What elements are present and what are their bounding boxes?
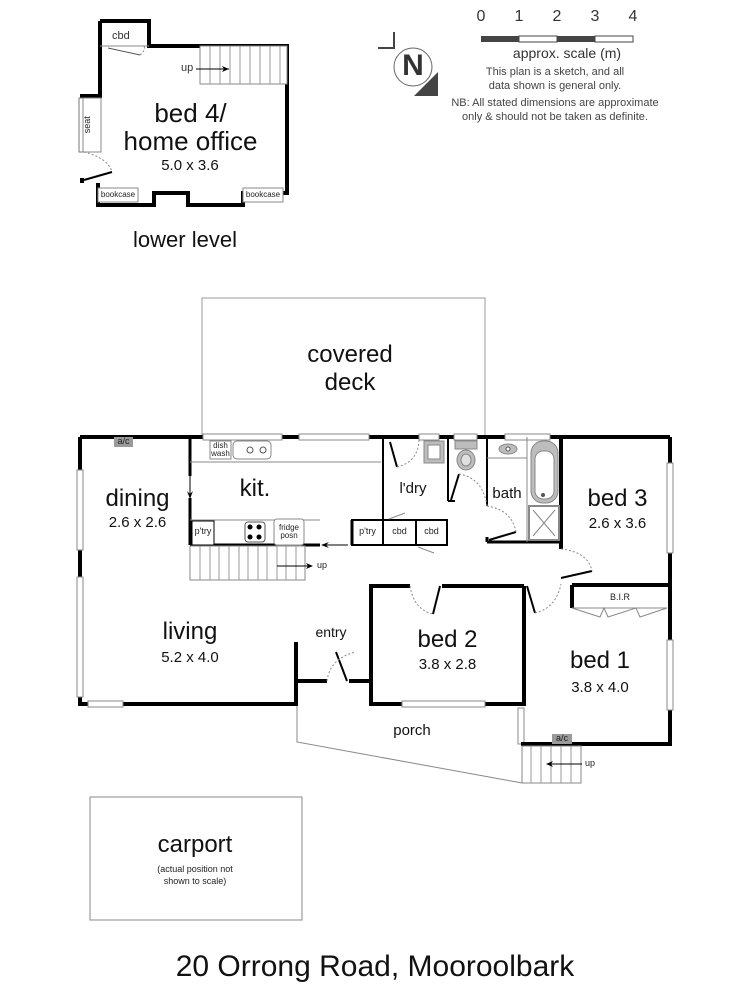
toilet [454,440,478,450]
scale-tick-2: 2 [552,8,562,25]
hall-pantry [351,519,384,546]
scale-label: approx. scale (m) [512,45,622,61]
porch-name: porch [393,722,431,739]
bir-label: B.I.R [609,592,630,602]
lower-level-label: lower level [133,227,237,252]
seat [82,97,102,153]
bed4-dims: 5.0 x 3.6 [161,157,219,174]
carport-name: carport [157,831,233,858]
lower-stairs-up-label: up [181,62,194,74]
disclaimer-dimensions-line2: only & should not be taken as definite. [462,110,648,123]
bed4-name-line2: home office [123,126,258,156]
laundry-name: l'dry [399,480,427,497]
north-compass [378,32,438,96]
ac-unit-dining [114,437,133,447]
dishwasher [209,440,232,460]
bed1-name: bed 1 [569,647,631,674]
scale-bar [481,35,634,43]
scale-tick-1: 1 [514,8,524,25]
living-dims: 5.2 x 4.0 [161,649,219,666]
fridge-label-line2: posn [280,531,298,540]
dishwasher-label-line2: wash [211,449,230,458]
porch-outline [296,706,523,784]
north-letter: N [402,49,424,82]
bed3-dims: 2.6 x 3.6 [588,515,647,532]
dining-dims: 2.6 x 2.6 [108,514,167,531]
property-address-title: 20 Orrong Road, Mooroolbark [175,950,575,983]
covered-deck [201,297,486,437]
fridge-position [273,518,305,546]
seat-label: seat [81,116,92,134]
bed1-dims: 3.8 x 4.0 [571,679,629,696]
carport-note: (actual position not shown to scale) [120,864,270,887]
scale-tick-3: 3 [590,8,600,25]
disclaimer-sketch: This plan is a sketch, and all data show… [460,66,650,94]
cbd-box-2 [415,519,448,546]
disclaimer-sketch-line1: This plan is a sketch, and all [485,66,625,78]
bed3-name: bed 3 [587,485,648,512]
kitchen-name: kit. [239,475,271,502]
kitchen-pantry-label: p'try [194,526,212,536]
lower-stairs [199,45,288,85]
dishwasher-label-line1: dish [213,441,228,450]
carport-outline [89,796,303,921]
carport-note-line2: shown to scale) [163,875,227,886]
scale-tick-0: 0 [476,8,486,25]
hall-pantry-label: p'try [359,526,376,536]
dining-name: dining [105,485,170,512]
bed2-name: bed 2 [417,626,478,653]
living-name: living [162,618,218,645]
covered-deck-line2: deck [324,369,376,396]
bookcase-left-label: bookcase [100,190,136,199]
lower-level-plan [78,19,289,207]
kitchen-pantry [191,520,215,546]
main-level-plan [76,433,674,784]
cooktop [244,521,266,543]
porch-stairs-up-label: up [584,758,595,768]
bed2-dims: 3.8 x 2.8 [418,656,477,673]
disclaimer-dimensions-line1: NB: All stated dimensions are approximat… [451,97,659,109]
cbd-1-label: cbd [392,526,407,536]
covered-deck-line1: covered [307,341,393,368]
entry-name: entry [315,624,347,640]
scale-tick-4: 4 [628,8,638,25]
ac-bed1-label: a/c [555,733,568,743]
ac-unit-bed1 [552,734,572,744]
ac-dining-label: a/c [117,436,130,446]
bath-name: bath [492,485,522,502]
disclaimer-sketch-line2: data shown is general only. [488,79,622,92]
fridge-label-line1: fridge [278,523,299,532]
cbd-2-label: cbd [424,526,439,536]
bookcase-right-label: bookcase [245,190,281,199]
bed4-name-line1: bed 4/ [154,98,227,128]
disclaimer-dimensions: NB: All stated dimensions are approximat… [440,97,670,125]
carport-note-line1: (actual position not [157,864,233,874]
lower-cbd-label: cbd [112,30,130,42]
main-stairs-up-label: up [316,560,327,570]
